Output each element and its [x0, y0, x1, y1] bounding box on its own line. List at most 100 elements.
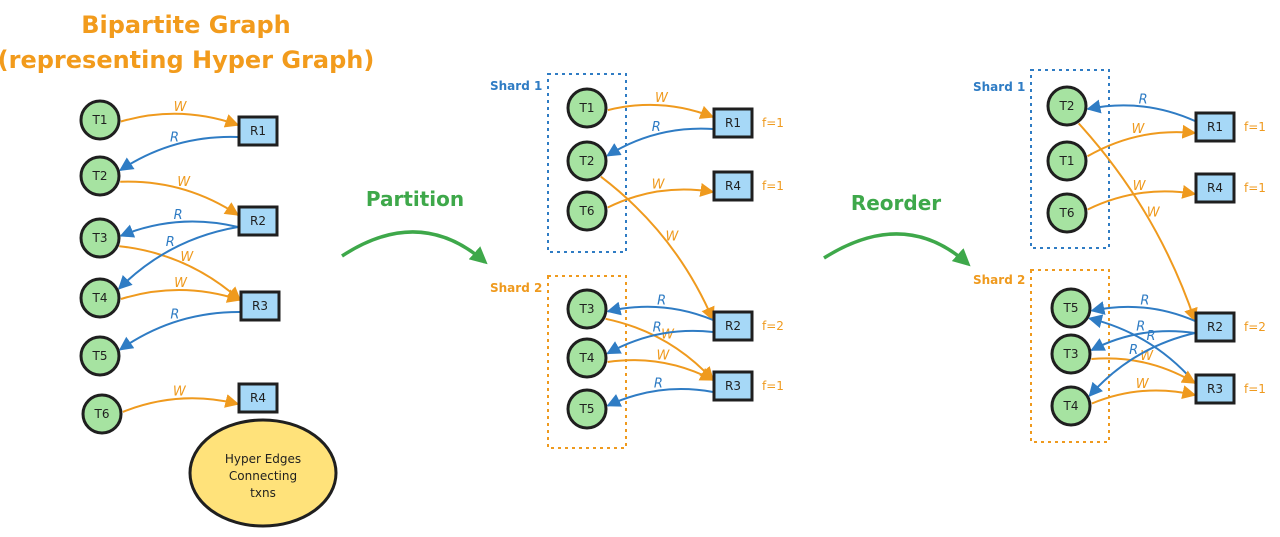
edge-reordered-r1-t2-label: R: [1139, 92, 1148, 107]
edge-original-r3-t5: [118, 310, 241, 351]
edge-reordered-t2-r2-label: W: [1147, 206, 1161, 221]
txn-label: T2: [92, 169, 108, 183]
edge-partitioned-t4-r3: [607, 359, 715, 381]
txn-node-reordered-t2: T2: [1046, 85, 1088, 127]
edge-reordered-t4-r3-label: W: [1136, 377, 1150, 392]
txn-node-original-t6: T6: [81, 393, 123, 435]
partition-step-label: Partition: [366, 187, 464, 211]
txn-node-partitioned-t4: T4: [566, 337, 608, 379]
edge-reordered-t3-r3: [1091, 357, 1197, 384]
txn-node-original-t1: T1: [79, 99, 121, 141]
res-node-reordered-r4: R4: [1194, 172, 1236, 204]
edge-reordered-r2-t3-label: R: [1136, 319, 1145, 334]
txn-label: T6: [579, 204, 595, 218]
edge-partitioned-r2-t3: [606, 301, 714, 321]
edge-partitioned-t4-r3-label: W: [656, 349, 670, 364]
shard-1-box-partitioned: [547, 73, 627, 253]
edge-reordered-r2-t4-label: R: [1129, 343, 1138, 358]
txn-node-reordered-t3: T3: [1050, 333, 1092, 375]
res-node-reordered-r2: R2: [1194, 311, 1236, 343]
edge-reordered-t2-r2: [1077, 122, 1198, 323]
edge-original-r2-t4: [117, 226, 239, 290]
edge-reordered-r1-t2: [1086, 99, 1196, 122]
edge-reordered-r3-t5-label: R: [1146, 329, 1155, 344]
res-label: R4: [725, 179, 741, 193]
edge-partitioned-r1-t2-label: R: [652, 120, 661, 135]
edge-original-r1-t2-label: R: [170, 131, 179, 146]
edge-partitioned-t6-r4-label: W: [652, 177, 666, 192]
edge-partitioned-r3-t5: [606, 388, 714, 407]
res-node-partitioned-r3: R3: [712, 370, 754, 402]
note-line-2: Connecting: [229, 469, 297, 483]
txn-node-original-t4: T4: [79, 277, 121, 319]
res-node-reordered-r3: R3: [1194, 373, 1236, 405]
txn-label: T3: [92, 231, 108, 245]
partition-arrow: [341, 230, 488, 265]
txn-node-original-t2: T2: [79, 155, 121, 197]
txn-node-partitioned-t5: T5: [566, 388, 608, 430]
edge-original-t4-r3-label: W: [174, 276, 188, 291]
title-line-1: Bipartite Graph: [81, 11, 291, 39]
edge-original-t6-r4-label: W: [173, 385, 187, 400]
txn-label: T6: [1059, 206, 1075, 220]
edge-original-t6-r4: [122, 394, 240, 413]
edge-original-t1-r1-label: W: [174, 100, 188, 115]
txn-label: T5: [1063, 301, 1079, 315]
txn-node-partitioned-t2: T2: [566, 140, 608, 182]
txn-label: T1: [1059, 154, 1075, 168]
txn-label: T3: [1063, 347, 1079, 361]
frequency-label-reordered-r2: f=2: [1244, 320, 1266, 334]
res-label: R3: [252, 299, 268, 313]
txn-label: T5: [92, 349, 108, 363]
txn-label: T4: [92, 291, 108, 305]
txn-node-reordered-t1: T1: [1046, 140, 1088, 182]
res-node-partitioned-r2: R2: [712, 310, 754, 342]
shard-2-box-partitioned: [547, 275, 627, 449]
edge-partitioned-t2-r2-label: W: [665, 230, 679, 245]
res-node-partitioned-r4: R4: [712, 170, 754, 202]
edge-partitioned-r2-t3-label: R: [657, 293, 666, 308]
edge-reordered-t1-r1-label: W: [1131, 122, 1145, 137]
edge-reordered-t4-r3: [1091, 385, 1197, 405]
res-label: R3: [725, 379, 741, 393]
txn-node-partitioned-t3: T3: [566, 288, 608, 330]
res-node-original-r3: R3: [239, 290, 281, 322]
edge-partitioned-r2-t4: [606, 329, 714, 355]
res-label: R3: [1207, 382, 1223, 396]
txn-label: T2: [1059, 99, 1075, 113]
edge-original-t3-r3-label: W: [180, 250, 194, 265]
txn-label: T5: [579, 402, 595, 416]
edge-reordered-t6-r4: [1087, 185, 1197, 211]
edge-reordered-r2-t5-label: R: [1140, 294, 1149, 309]
edge-original-t2-r2-label: W: [177, 175, 191, 190]
reorder-step-label: Reorder: [851, 191, 941, 215]
shard-1-box-reordered: [1030, 69, 1110, 249]
edge-partitioned-t1-r1-label: W: [655, 91, 669, 106]
res-label: R2: [1207, 320, 1223, 334]
edge-reordered-r2-t3: [1090, 330, 1196, 351]
res-label: R2: [250, 214, 266, 228]
edge-original-r3-t5-label: R: [170, 308, 179, 323]
edge-original-t2-r2: [120, 180, 240, 216]
edge-reordered-r2-t5: [1090, 301, 1196, 322]
frequency-label-partitioned-r1: f=1: [762, 116, 784, 130]
shard-2-box-reordered: [1030, 269, 1110, 443]
txn-node-original-t5: T5: [79, 335, 121, 377]
note-line-1: Hyper Edges: [225, 452, 301, 466]
edge-original-t1-r1: [120, 112, 240, 128]
txn-label: T4: [1063, 399, 1079, 413]
txn-label: T1: [92, 113, 108, 127]
frequency-label-reordered-r1: f=1: [1244, 120, 1266, 134]
shard-2-label-reordered: Shard 2: [973, 273, 1025, 287]
res-label: R2: [725, 319, 741, 333]
txn-node-partitioned-t1: T1: [566, 87, 608, 129]
edge-original-t4-r3: [120, 289, 242, 303]
txn-node-reordered-t4: T4: [1050, 385, 1092, 427]
edge-reordered-t6-r4-label: W: [1133, 179, 1147, 194]
note-line-3: txns: [250, 486, 276, 500]
res-node-original-r1: R1: [237, 115, 279, 147]
shard-1-label-reordered: Shard 1: [973, 80, 1025, 94]
frequency-label-reordered-r3: f=1: [1244, 382, 1266, 396]
txn-node-reordered-t5: T5: [1050, 287, 1092, 329]
